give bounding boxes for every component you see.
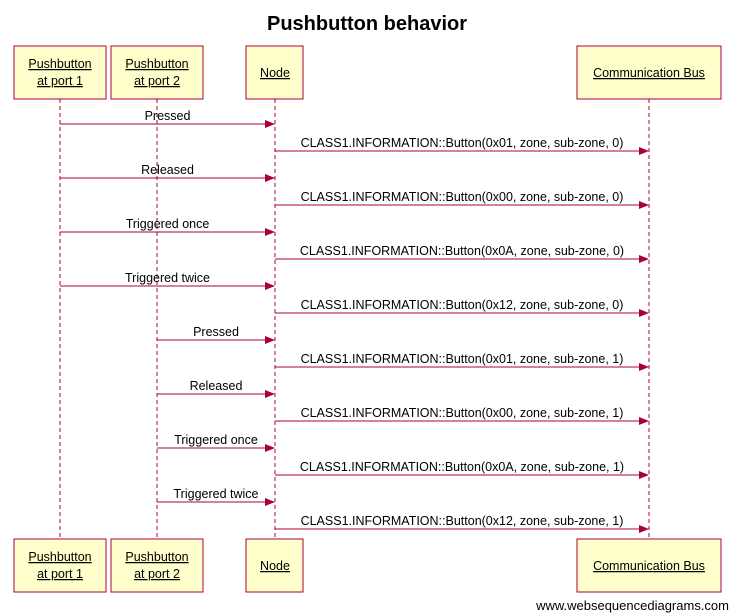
message-arrowhead [265,390,275,398]
message-label: CLASS1.INFORMATION::Button(0x00, zone, s… [301,406,624,420]
message-label: Released [190,379,243,393]
participant-top-p1: Pushbutton at port 1 [13,45,107,100]
messages: PressedCLASS1.INFORMATION::Button(0x01, … [60,109,649,533]
message: CLASS1.INFORMATION::Button(0x12, zone, s… [275,298,649,317]
message-arrowhead [265,120,275,128]
message: Triggered twice [157,487,275,506]
message-arrowhead [265,228,275,236]
participant-label: Node [260,66,290,80]
participant-label: Node [260,559,290,573]
participant-bottom-p2: Pushbutton at port 2 [110,538,204,593]
message-label: Released [141,163,194,177]
participant-box [13,45,107,100]
participant-label-line2: at port 2 [134,567,180,581]
participant-top-node: Node [245,45,304,100]
message-label: CLASS1.INFORMATION::Button(0x00, zone, s… [301,190,624,204]
message: Released [157,379,275,398]
participant-box [245,538,304,593]
message-arrowhead [265,282,275,290]
participant-label-line1: Pushbutton [125,57,188,71]
participant-top-p2: Pushbutton at port 2 [110,45,204,100]
message-label: CLASS1.INFORMATION::Button(0x01, zone, s… [301,352,624,366]
message-label: CLASS1.INFORMATION::Button(0x0A, zone, s… [300,460,624,474]
message: CLASS1.INFORMATION::Button(0x01, zone, s… [275,352,649,371]
message-label: CLASS1.INFORMATION::Button(0x12, zone, s… [301,298,624,312]
message-arrowhead [639,255,649,263]
message: Released [60,163,275,182]
participant-box [13,538,107,593]
message-label: Triggered twice [174,487,259,501]
message-label: CLASS1.INFORMATION::Button(0x01, zone, s… [301,136,624,150]
message: Triggered twice [60,271,275,290]
participants: Pushbutton at port 1 Pushbutton at port 2 No… [13,45,722,593]
message-label: Triggered twice [125,271,210,285]
message-arrowhead [265,444,275,452]
message-label: CLASS1.INFORMATION::Button(0x0A, zone, s… [300,244,624,258]
message: Pressed [60,109,275,128]
message-label: Triggered once [126,217,210,231]
message-arrowhead [639,471,649,479]
participant-top-bus: Communication Bus [576,45,722,100]
message: CLASS1.INFORMATION::Button(0x00, zone, s… [275,406,649,425]
message-arrowhead [265,498,275,506]
message-arrowhead [265,336,275,344]
message: CLASS1.INFORMATION::Button(0x0A, zone, s… [275,460,649,479]
message-label: Pressed [145,109,191,123]
message: CLASS1.INFORMATION::Button(0x01, zone, s… [275,136,649,155]
participant-box [576,45,722,100]
message: Triggered once [60,217,275,236]
participant-label-line1: Pushbutton [125,550,188,564]
message: Triggered once [157,433,275,452]
message-label: Pressed [193,325,239,339]
message-label: Triggered once [174,433,258,447]
message: Pressed [157,325,275,344]
message: CLASS1.INFORMATION::Button(0x0A, zone, s… [275,244,649,263]
participant-box [110,45,204,100]
participant-label-line1: Pushbutton [28,550,91,564]
message: CLASS1.INFORMATION::Button(0x12, zone, s… [275,514,649,533]
participant-label-line2: at port 2 [134,74,180,88]
message-arrowhead [639,525,649,533]
message-arrowhead [639,147,649,155]
message-arrowhead [265,174,275,182]
participant-label-line1: Pushbutton [28,57,91,71]
message-arrowhead [639,417,649,425]
participant-label-line2: at port 1 [37,567,83,581]
message-label: CLASS1.INFORMATION::Button(0x12, zone, s… [301,514,624,528]
participant-bottom-p1: Pushbutton at port 1 [13,538,107,593]
participant-label: Communication Bus [593,66,705,80]
message-arrowhead [639,309,649,317]
participant-box [245,45,304,100]
diagram-title: Pushbutton behavior [267,13,467,35]
participant-bottom-node: Node [245,538,304,593]
participant-label-line2: at port 1 [37,74,83,88]
message-arrowhead [639,363,649,371]
participant-label: Communication Bus [593,559,705,573]
participant-box [110,538,204,593]
message: CLASS1.INFORMATION::Button(0x00, zone, s… [275,190,649,209]
message-arrowhead [639,201,649,209]
watermark: www.websequencediagrams.com [535,598,729,613]
lifelines [59,99,650,539]
participant-bottom-bus: Communication Bus [576,538,722,593]
participant-box [576,538,722,593]
